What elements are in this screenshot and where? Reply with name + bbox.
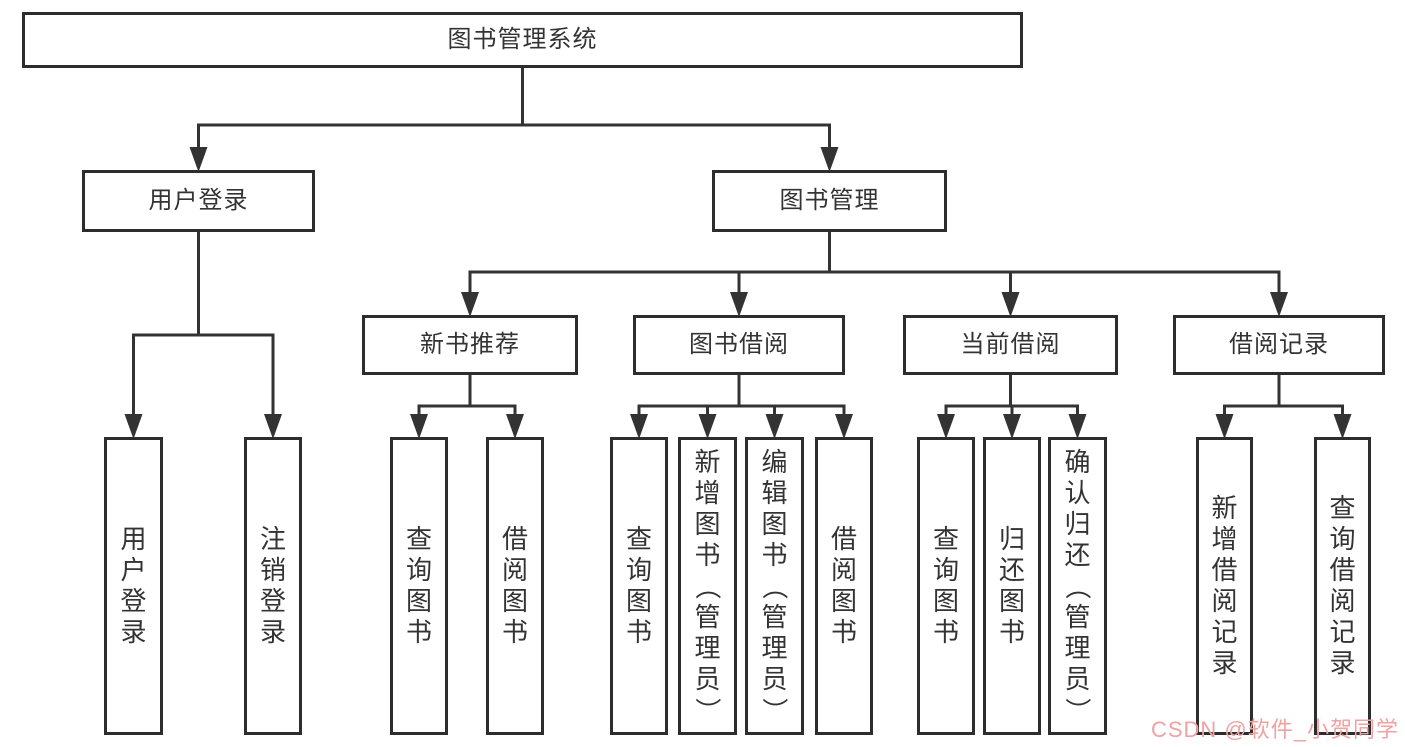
node-label-char: 图 bbox=[761, 508, 788, 539]
node-label-char: ） bbox=[692, 696, 723, 724]
node-label-char: 员 bbox=[694, 663, 721, 694]
node-edit-book: 编辑图书（管理员） bbox=[745, 437, 804, 735]
node-label-char: 登 bbox=[120, 586, 147, 616]
node-root: 图书管理系统 bbox=[22, 12, 1023, 68]
node-label-char: 书 bbox=[625, 617, 652, 647]
node-label: 图书借阅 bbox=[689, 331, 789, 358]
node-label-char: 新 bbox=[1211, 493, 1238, 523]
node-label: 图书管理 bbox=[779, 187, 880, 214]
node-borrow-book: 借阅图书 bbox=[815, 437, 873, 735]
node-query-book-rec: 查询图书 bbox=[390, 437, 448, 735]
node-label-char: 编 bbox=[761, 446, 788, 477]
node-new-book-rec: 新书推荐 bbox=[362, 315, 578, 375]
node-borrow-records: 借阅记录 bbox=[1173, 315, 1385, 375]
node-borrow-book-rec: 借阅图书 bbox=[486, 437, 544, 735]
node-label-char: 借 bbox=[1211, 555, 1238, 585]
node-user-login: 用户登录 bbox=[82, 170, 315, 232]
node-label: 当前借阅 bbox=[960, 331, 1061, 358]
node-label-char: 书 bbox=[501, 617, 528, 647]
node-label-char: 销 bbox=[259, 555, 286, 585]
node-label-char: 管 bbox=[694, 601, 721, 632]
node-label-char: （ bbox=[692, 572, 723, 600]
node-label-char: 询 bbox=[1329, 524, 1356, 554]
node-label-char: 辑 bbox=[761, 477, 788, 508]
node-label-char: 借 bbox=[1329, 555, 1356, 585]
node-label-char: 图 bbox=[932, 586, 959, 616]
node-label-char: 阅 bbox=[1211, 586, 1238, 616]
node-label-char: 还 bbox=[998, 555, 1025, 585]
node-label-char: 录 bbox=[1329, 648, 1356, 678]
node-label-char: 记 bbox=[1329, 617, 1356, 647]
node-label-char: ） bbox=[1062, 696, 1093, 724]
node-label-char: 增 bbox=[694, 477, 721, 508]
node-book-mgmt: 图书管理 bbox=[712, 170, 947, 232]
node-label-char: 用 bbox=[120, 524, 147, 554]
node-label-char: 借 bbox=[830, 524, 857, 554]
node-label-char: 查 bbox=[1329, 493, 1356, 523]
node-query-book-current: 查询图书 bbox=[917, 437, 975, 735]
node-label-char: 管 bbox=[761, 601, 788, 632]
node-label-char: 图 bbox=[405, 586, 432, 616]
node-label-char: 阅 bbox=[501, 555, 528, 585]
node-label-char: 理 bbox=[1064, 632, 1091, 663]
node-label-char: 图 bbox=[694, 508, 721, 539]
node-label-char: 增 bbox=[1211, 524, 1238, 554]
node-label-char: 记 bbox=[1211, 617, 1238, 647]
node-label-char: 书 bbox=[694, 539, 721, 570]
node-label-char: 书 bbox=[932, 617, 959, 647]
node-label: 借阅记录 bbox=[1229, 331, 1329, 358]
node-label-char: 借 bbox=[501, 524, 528, 554]
node-label-char: 归 bbox=[998, 524, 1025, 554]
node-label-char: 询 bbox=[932, 555, 959, 585]
node-label: 用户登录 bbox=[148, 187, 249, 214]
node-label-char: （ bbox=[1062, 572, 1093, 600]
node-label-char: 管 bbox=[1064, 601, 1091, 632]
node-label-char: 阅 bbox=[1329, 586, 1356, 616]
node-user-login-leaf: 用户登录 bbox=[104, 437, 163, 735]
node-label-char: 确 bbox=[1064, 446, 1091, 477]
node-label-char: 录 bbox=[259, 617, 286, 647]
node-label-char: 员 bbox=[761, 663, 788, 694]
node-label-char: 录 bbox=[1211, 648, 1238, 678]
node-current-borrow: 当前借阅 bbox=[903, 315, 1118, 375]
node-label-char: 书 bbox=[998, 617, 1025, 647]
node-label-char: ） bbox=[759, 696, 790, 724]
node-book-borrow: 图书借阅 bbox=[633, 315, 845, 375]
node-label-char: 图 bbox=[625, 586, 652, 616]
node-query-book-borrow: 查询图书 bbox=[610, 437, 668, 735]
node-label: 新书推荐 bbox=[420, 331, 520, 358]
node-label-char: 图 bbox=[830, 586, 857, 616]
node-label-char: 阅 bbox=[830, 555, 857, 585]
node-confirm-return: 确认归还（管理员） bbox=[1048, 437, 1107, 735]
node-logout-leaf: 注销登录 bbox=[244, 437, 302, 735]
node-return-book: 归还图书 bbox=[983, 437, 1041, 735]
node-label-char: 认 bbox=[1064, 477, 1091, 508]
node-label-char: 询 bbox=[625, 555, 652, 585]
node-label-char: 书 bbox=[830, 617, 857, 647]
node-label-char: 理 bbox=[694, 632, 721, 663]
node-label-char: 还 bbox=[1064, 539, 1091, 570]
node-add-borrow-record: 新增借阅记录 bbox=[1196, 437, 1253, 735]
node-label-char: 新 bbox=[694, 446, 721, 477]
node-label-char: 询 bbox=[405, 555, 432, 585]
node-label-char: 员 bbox=[1064, 663, 1091, 694]
node-label-char: 理 bbox=[761, 632, 788, 663]
node-add-book: 新增图书（管理员） bbox=[678, 437, 737, 735]
node-label-char: 登 bbox=[259, 586, 286, 616]
node-label-char: 书 bbox=[761, 539, 788, 570]
node-query-borrow-record: 查询借阅记录 bbox=[1314, 437, 1371, 735]
node-label-char: （ bbox=[759, 572, 790, 600]
node-label-char: 图 bbox=[998, 586, 1025, 616]
node-label-char: 录 bbox=[120, 617, 147, 647]
node-label-char: 注 bbox=[259, 524, 286, 554]
node-label-char: 户 bbox=[120, 555, 147, 585]
node-label-char: 归 bbox=[1064, 508, 1091, 539]
node-label-char: 图 bbox=[501, 586, 528, 616]
node-label-char: 书 bbox=[405, 617, 432, 647]
node-label-char: 查 bbox=[932, 524, 959, 554]
node-label-char: 查 bbox=[405, 524, 432, 554]
node-label-char: 查 bbox=[625, 524, 652, 554]
node-label: 图书管理系统 bbox=[447, 26, 598, 53]
